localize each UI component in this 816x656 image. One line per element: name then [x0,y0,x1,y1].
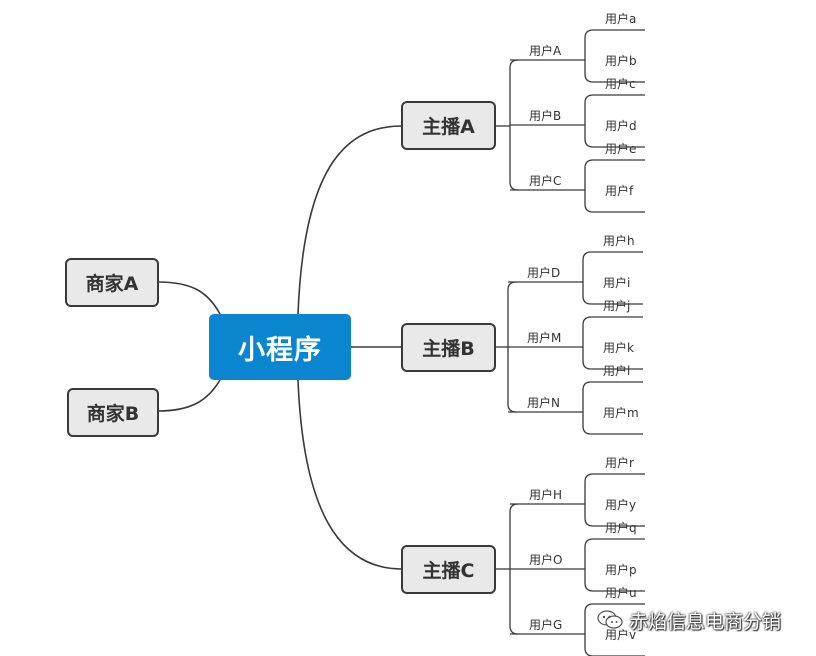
user-label: 用户B [529,109,562,123]
user-label: 用户l [603,364,631,378]
host-label: 主播B [422,338,475,360]
user-label: 用户C [529,174,562,188]
user-label: 用户p [605,563,637,577]
user-label: 用户i [603,276,631,290]
user-label: 用户c [605,77,636,91]
user-label: 用户O [529,553,563,567]
user-label: 用户q [605,521,637,535]
user-label: 用户h [603,234,635,248]
user-label: 用户N [527,396,560,410]
user-label: 用户M [527,331,562,345]
host-node-b: 主播B [401,323,496,372]
wechat-icon [597,610,623,629]
user-label: 用户d [605,119,637,133]
user-label: 用户b [605,54,637,68]
user-label: 用户v [605,628,637,642]
merchant-label: 商家B [86,403,140,425]
host-label: 主播A [422,116,475,138]
host-label: 主播C [422,560,475,582]
user-label: 用户m [603,406,639,420]
user-label: 用户G [529,618,563,632]
user-label: 用户r [605,456,634,470]
merchant-label: 商家A [85,273,139,295]
watermark: 赤焰信息电商分销 [597,605,781,635]
user-label: 用户j [603,299,631,313]
host-node-a: 主播A [401,101,496,150]
watermark-text: 赤焰信息电商分销 [629,610,782,633]
user-label: 用户H [529,488,563,502]
user-label: 用户f [605,184,634,198]
user-label: 用户A [529,44,562,58]
central-node-mini-program: 小程序 [209,314,351,380]
user-label: 用户e [605,142,637,156]
merchant-node-b: 商家B [67,388,159,437]
user-label: 用户u [605,586,637,600]
user-label: 用户k [603,341,634,355]
user-label: 用户y [605,498,637,512]
merchant-node-a: 商家A [65,258,159,307]
central-node-label: 小程序 [238,334,322,366]
host-node-c: 主播C [401,545,496,594]
user-label: 用户D [527,266,561,280]
user-label: 用户a [605,12,637,26]
